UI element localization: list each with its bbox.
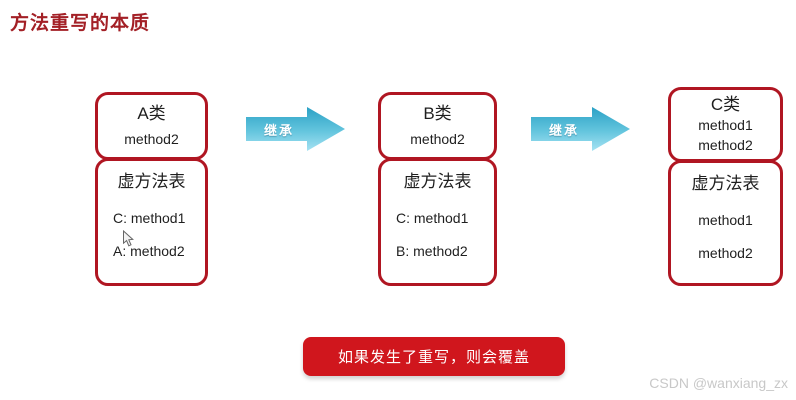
inherit-arrow-1: 继承: [245, 105, 347, 153]
class-box-b: B类 method2: [378, 92, 497, 160]
arrow-shape-icon: [246, 107, 345, 151]
vtable-title-b: 虚方法表: [403, 172, 472, 191]
vtable-entry: method2: [698, 245, 753, 261]
class-name-b: B类: [423, 104, 452, 123]
vtable-entry: C: method1: [113, 210, 186, 226]
note-banner: 如果发生了重写，则会覆盖: [303, 337, 565, 376]
vtable-entry: B: method2: [396, 243, 468, 259]
class-name-a: A类: [137, 104, 166, 123]
vtable-box-a: 虚方法表 C: method1 A: method2: [95, 158, 208, 286]
vtable-entries-c: method1 method2: [671, 211, 780, 263]
vtable-entries-b: C: method1 B: method2: [381, 209, 494, 261]
arrow-shape-icon: [531, 107, 630, 151]
vtable-box-b: 虚方法表 C: method1 B: method2: [378, 158, 497, 286]
vtable-title-a: 虚方法表: [117, 172, 186, 191]
class-c-method: method1: [698, 117, 753, 133]
class-c-method: method2: [698, 137, 753, 153]
mouse-cursor-icon: [123, 230, 134, 247]
vtable-entry: method1: [698, 212, 753, 228]
class-b-method: method2: [410, 131, 465, 147]
inherit-arrow-2: 继承: [530, 105, 632, 153]
arrow-label: 继承: [548, 123, 579, 138]
vtable-box-c: 虚方法表 method1 method2: [668, 160, 783, 286]
vtable-entries-a: C: method1 A: method2: [98, 209, 205, 261]
class-box-c: C类 method1 method2: [668, 87, 783, 162]
page-title: 方法重写的本质: [10, 13, 151, 34]
vtable-entry: A: method2: [113, 243, 185, 259]
class-a-method: method2: [124, 131, 179, 147]
watermark: CSDN @wanxiang_zx: [649, 375, 788, 391]
vtable-title-c: 虚方法表: [691, 174, 760, 193]
class-name-c: C类: [710, 95, 741, 114]
vtable-entry: C: method1: [396, 210, 469, 226]
arrow-label: 继承: [263, 123, 294, 138]
class-box-a: A类 method2: [95, 92, 208, 160]
